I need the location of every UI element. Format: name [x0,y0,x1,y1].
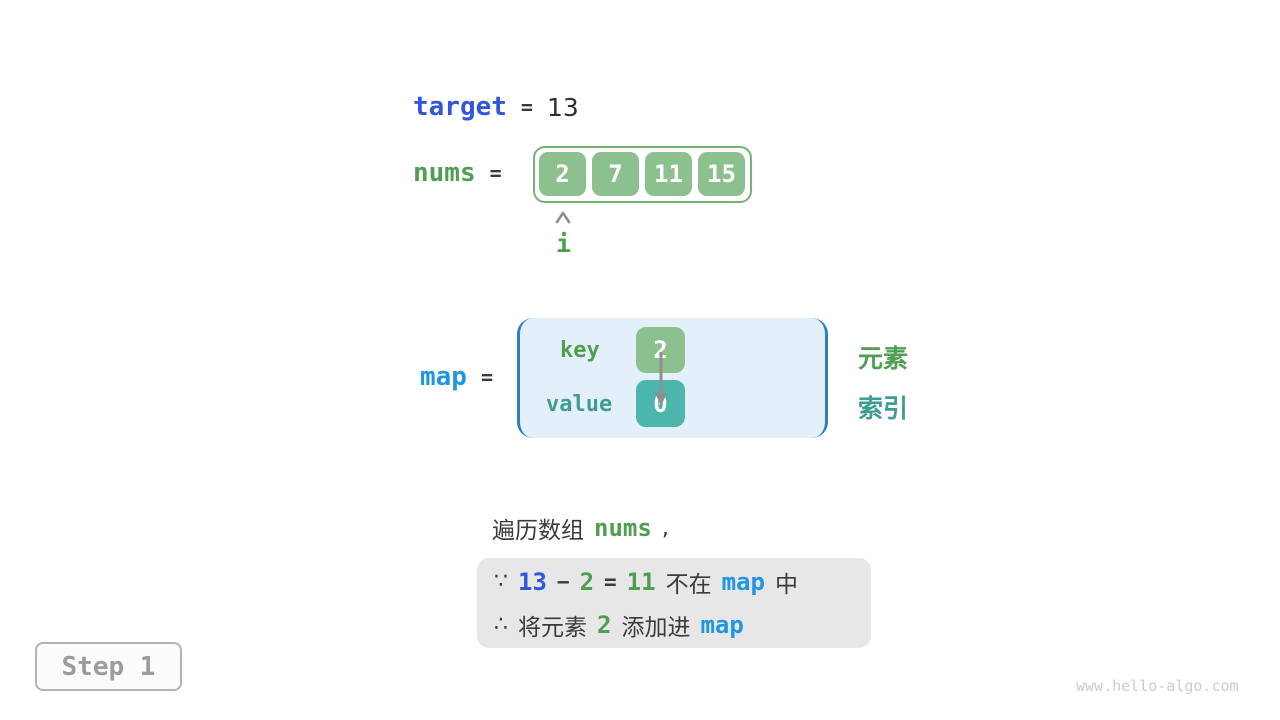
target-assignment: target = 13 [413,92,579,122]
note-line-1: ∵ 13 − 2 = 11 不在 map 中 [494,565,871,599]
note-line-2: ∴ 将元素 2 添加进 map [494,608,871,642]
index-pointer-label: i [556,229,572,258]
map-assignment: map = [420,362,493,392]
note-box: ∵ 13 − 2 = 11 不在 map 中 ∴ 将元素 2 添加进 map [477,558,871,648]
note-map-keyword: map [721,567,765,596]
equals-sign: = [604,569,617,594]
map-value-label: value [546,392,613,417]
note-text: 将元素 [518,614,587,641]
key-to-value-arrow-icon [655,352,667,406]
caption-row: 遍历数组 nums , [492,511,669,545]
because-symbol: ∵ [494,569,508,594]
caption-code: nums [594,514,652,542]
note-target-value: 13 [518,567,547,596]
target-keyword: target [413,92,507,122]
array-cell: 2 [539,152,586,196]
target-value: 13 [546,92,579,122]
nums-keyword: nums [413,158,476,188]
minus-sign: − [556,569,570,594]
array-cell: 15 [698,152,745,196]
nums-array: 2 7 11 15 [533,146,752,203]
index-pointer-icon [555,211,571,224]
note-element-value: 2 [597,610,612,639]
legend-element-label: 元素 [858,344,909,373]
array-cell: 7 [592,152,639,196]
watermark: www.hello-algo.com [1076,677,1239,695]
note-text: 中 [774,571,798,598]
note-map-keyword: map [700,610,744,639]
array-cell: 11 [645,152,692,196]
equals-sign: = [520,95,533,119]
legend-index-label: 索引 [858,394,909,423]
map-key-label: key [560,338,600,363]
nums-assignment: nums = [413,158,502,188]
note-text: 不在 [665,571,712,598]
step-badge: Step 1 [35,642,182,691]
note-element-value: 2 [579,567,595,596]
note-difference-value: 11 [626,567,656,596]
therefore-symbol: ∴ [494,612,508,637]
equals-sign: = [489,161,502,185]
caption-comma: , [661,515,670,541]
equals-sign: = [480,365,494,389]
caption-text: 遍历数组 [492,518,584,544]
map-container: key 2 value 0 [517,318,828,438]
map-keyword: map [420,362,467,392]
note-text: 添加进 [621,614,691,641]
